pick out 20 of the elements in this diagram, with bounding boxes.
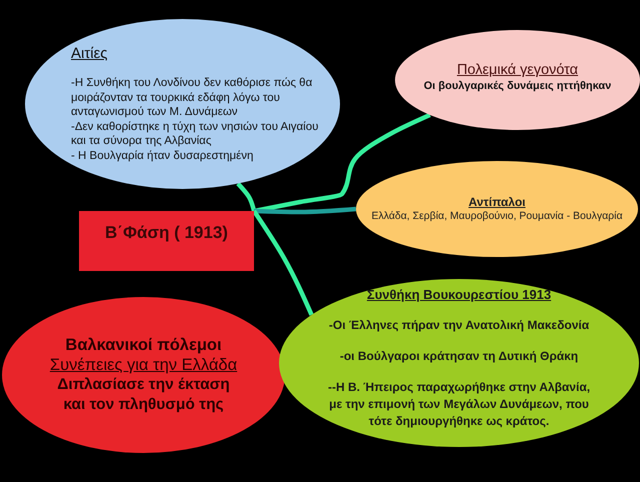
topic-text: -Οι Έλληνες πήραν την Ανατολική Μακεδονία xyxy=(328,317,590,334)
summary-text: Διπλασίασε την έκταση και τον πληθυσμό της xyxy=(56,375,231,414)
topic-text: - Η Βουλγαρία ήταν δυσαρεστημένη xyxy=(71,148,254,163)
summary-subheading: Συνέπειες για την Ελλάδα xyxy=(50,356,238,375)
topic-text: -Δεν καθορίστηκε η τύχη των νησιών του Αιγαίου και τα σύνορα της Αλβανίας xyxy=(71,120,320,148)
topic-text: Οι βουλγαρικές δυνάμεις ηττήθηκαν xyxy=(424,79,612,93)
topic-text: -οι Βούλγαροι κράτησαν τη Δυτική Θράκη xyxy=(340,348,578,365)
branch-connector xyxy=(254,206,356,214)
topic-heading: Αιτίες xyxy=(71,44,108,64)
topic-text: -Η Συνθήκη του Λονδίνου δεν καθόρισε πώς θα μοιράζονταν τα τουρκικά εδάφη λόγω του ανταγωνισμού των Μ. Δυνάμεων xyxy=(71,76,314,120)
branch-connector xyxy=(252,210,314,316)
topic-heading: Συνθήκη Βουκουρεστίου 1913 xyxy=(366,286,552,303)
topic-heading: Πολεμικά γεγονότα xyxy=(456,61,578,79)
topic-heading: Αντίπαλοι xyxy=(468,195,526,210)
topic-text: --Η Β. Ήπειρος παραχωρήθηκε στην Αλβανία, με την επιμονή των Μεγάλων Δυνάμεων, που τότε δημιουργήθηκε ως κράτος. xyxy=(326,379,592,430)
central-topic-label: Β΄Φάση ( 1913) xyxy=(105,222,228,242)
summary-heading: Βαλκανικοί πόλεμοι xyxy=(65,336,222,356)
central-topic-box xyxy=(79,211,254,271)
topic-text: Ελλάδα, Σερβία, Μαυροβούνιο, Ρουμανία - Βουλγαρία xyxy=(371,210,623,223)
branch-connector xyxy=(236,182,256,212)
